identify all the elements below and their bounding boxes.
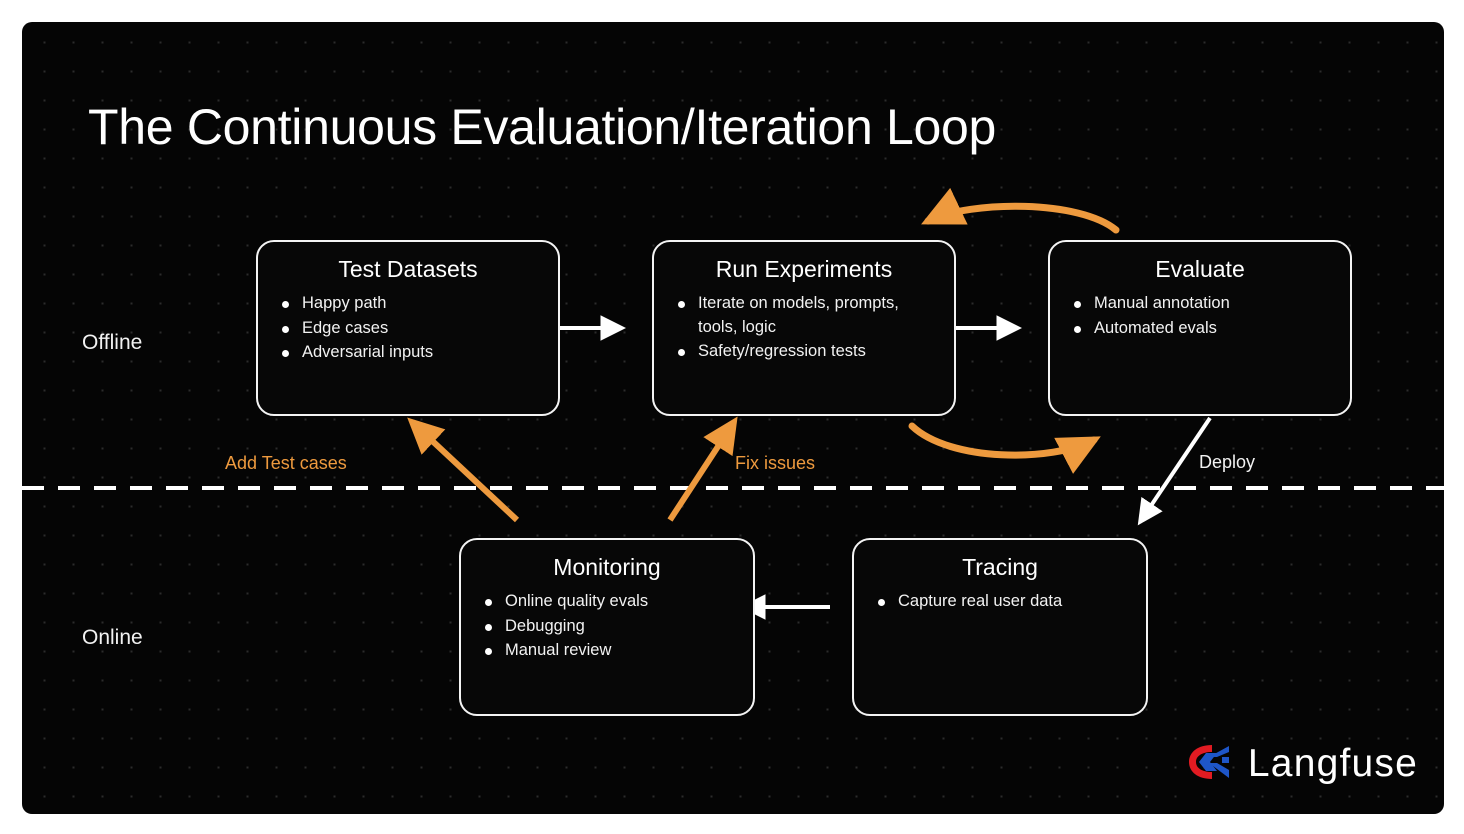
node-run-experiments[interactable]: Run Experiments Iterate on models, promp… [652, 240, 956, 416]
node-bullet-list: Manual annotation Automated evals [1070, 292, 1334, 340]
list-item: Edge cases [278, 317, 542, 340]
arrow-evaluate-to-experiments-top [921, 187, 1120, 234]
node-tracing[interactable]: Tracing Capture real user data [852, 538, 1148, 716]
node-bullet-list: Iterate on models, prompts, tools, logic… [674, 292, 938, 363]
node-monitoring[interactable]: Monitoring Online quality evals Debuggin… [459, 538, 755, 716]
arrow-monitoring-to-experiments [667, 416, 738, 522]
lane-label-online: Online [82, 626, 143, 649]
list-item: Iterate on models, prompts, tools, logic [674, 292, 938, 339]
page-title: The Continuous Evaluation/Iteration Loop [88, 99, 997, 155]
node-bullet-list: Capture real user data [874, 590, 1130, 613]
node-test-datasets[interactable]: Test Datasets Happy path Edge cases Adve… [256, 240, 560, 416]
list-item: Capture real user data [874, 590, 1130, 613]
node-title: Run Experiments [715, 256, 893, 282]
node-evaluate[interactable]: Evaluate Manual annotation Automated eva… [1048, 240, 1352, 416]
arrow-monitoring-to-datasets [407, 417, 520, 523]
list-item: Manual annotation [1070, 292, 1334, 315]
langfuse-logo-icon [1186, 743, 1232, 786]
arrow-experiments-to-evaluate-bottom [908, 422, 1101, 474]
edge-label-add-test-cases: Add Test cases [225, 453, 347, 473]
brand-lockup: Langfuse [1186, 742, 1418, 786]
list-item: Online quality evals [481, 590, 737, 613]
brand-name: Langfuse [1247, 742, 1418, 785]
list-item: Manual review [481, 639, 737, 662]
node-title: Test Datasets [338, 256, 478, 282]
node-title: Monitoring [553, 554, 661, 580]
list-item: Happy path [278, 292, 542, 315]
edge-label-deploy: Deploy [1199, 452, 1256, 472]
node-bullet-list: Happy path Edge cases Adversarial inputs [278, 292, 542, 364]
list-item: Automated evals [1070, 317, 1334, 340]
list-item: Debugging [481, 615, 737, 638]
node-title: Tracing [962, 554, 1038, 580]
diagram-canvas: The Continuous Evaluation/Iteration Loop… [22, 22, 1444, 814]
lane-label-offline: Offline [82, 331, 143, 354]
list-item: Safety/regression tests [674, 340, 938, 363]
edge-label-fix-issues: Fix issues [735, 453, 816, 473]
node-title: Evaluate [1155, 256, 1245, 282]
node-bullet-list: Online quality evals Debugging Manual re… [481, 590, 737, 662]
list-item: Adversarial inputs [278, 341, 542, 364]
